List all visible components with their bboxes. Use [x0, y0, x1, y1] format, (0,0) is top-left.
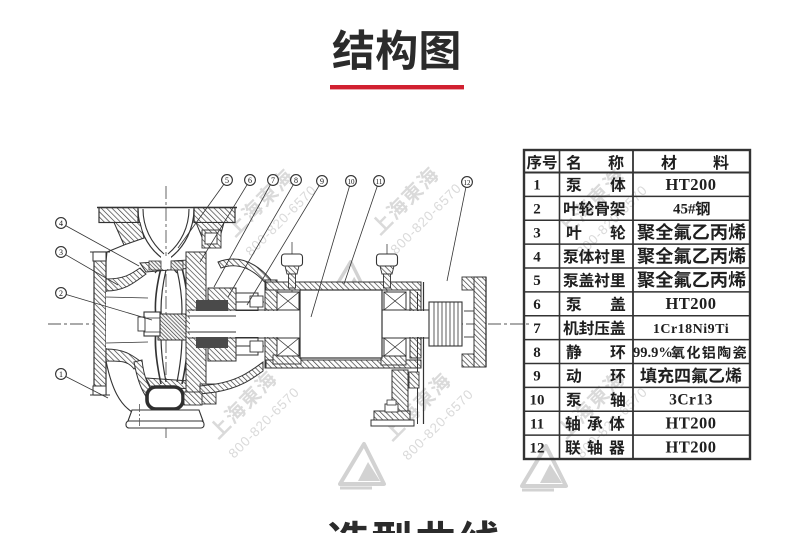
- svg-text:99.9%: 99.9%: [633, 345, 673, 361]
- svg-text:9: 9: [320, 177, 324, 186]
- svg-text:3Cr13: 3Cr13: [669, 392, 713, 409]
- svg-text:9: 9: [533, 369, 541, 385]
- svg-text:11: 11: [530, 416, 544, 432]
- svg-text:5: 5: [225, 176, 229, 185]
- svg-text:11: 11: [376, 178, 383, 186]
- svg-text:HT200: HT200: [665, 294, 716, 313]
- svg-text:7: 7: [533, 321, 541, 337]
- svg-text:2: 2: [533, 202, 541, 218]
- svg-text:1: 1: [59, 370, 63, 379]
- svg-text:4: 4: [59, 219, 63, 228]
- svg-text:8: 8: [533, 345, 541, 361]
- svg-text:10: 10: [530, 393, 545, 409]
- svg-text:12: 12: [464, 179, 472, 187]
- svg-text:3: 3: [59, 248, 63, 257]
- svg-text:6: 6: [533, 297, 541, 313]
- svg-text:8: 8: [294, 176, 298, 185]
- svg-text:3: 3: [533, 225, 541, 241]
- svg-text:12: 12: [530, 440, 545, 456]
- svg-text:45#: 45#: [673, 202, 696, 218]
- svg-text:7: 7: [271, 176, 275, 185]
- svg-text:6: 6: [248, 176, 252, 185]
- svg-text:1: 1: [533, 178, 541, 194]
- svg-text:HT200: HT200: [665, 175, 716, 194]
- svg-text:HT200: HT200: [665, 414, 716, 433]
- svg-text:10: 10: [348, 178, 356, 186]
- svg-text:HT200: HT200: [665, 437, 716, 456]
- svg-text:1Cr18Ni9Ti: 1Cr18Ni9Ti: [653, 322, 729, 337]
- svg-text:4: 4: [533, 249, 541, 265]
- svg-text:5: 5: [533, 273, 541, 289]
- svg-text:2: 2: [59, 289, 63, 298]
